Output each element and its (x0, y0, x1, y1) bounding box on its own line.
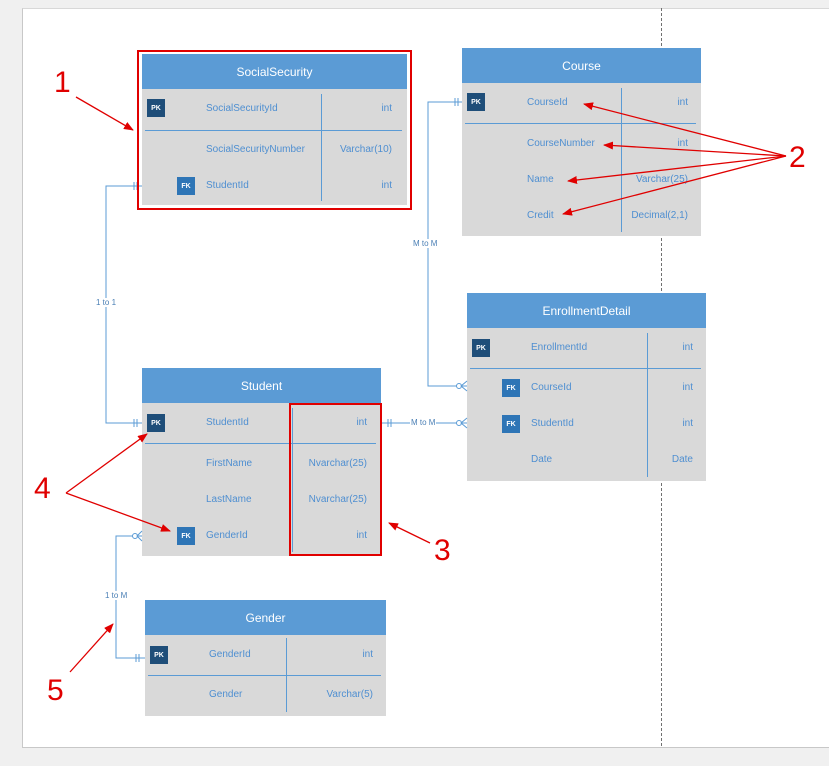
field-type: Varchar(25) (635, 174, 688, 185)
fk-badge: FK (502, 415, 520, 433)
field-type: int (682, 418, 693, 429)
field-type: Varchar(5) (326, 689, 374, 700)
field-name: LastName (206, 494, 252, 505)
fk-badge: FK (177, 527, 195, 545)
field-name: StudentId (206, 180, 249, 191)
pk-badge: PK (147, 414, 165, 432)
field-type: int (381, 180, 392, 191)
pk-badge: PK (467, 93, 485, 111)
highlight-box-socialsecurity (137, 50, 412, 210)
field-name: Name (527, 174, 554, 185)
column-divider (621, 88, 622, 232)
column-divider (321, 94, 322, 201)
relationship-label: M to M (412, 239, 439, 248)
pk-badge: PK (472, 339, 490, 357)
socialsecurity-table[interactable]: SocialSecurity PK SocialSecurityId int S… (142, 54, 407, 205)
annotation-arrow (65, 433, 148, 494)
column-divider (292, 408, 293, 552)
annotation-arrow (69, 623, 114, 673)
pk-badge: PK (150, 646, 168, 664)
enrollmentdetail-table[interactable]: EnrollmentDetail PK EnrollmentId int FK … (467, 293, 706, 481)
field-name: CourseId (527, 97, 568, 108)
field-type: Date (671, 454, 693, 465)
field-name: CourseNumber (527, 138, 595, 149)
course-table-header: Course (462, 48, 701, 83)
field-type: int (356, 417, 367, 428)
gender-table[interactable]: Gender PK GenderId int Gender Varchar(5) (145, 600, 386, 716)
callout-number: 4 (34, 472, 51, 505)
student-table[interactable]: Student PK StudentId int FirstName Nvarc… (142, 368, 381, 556)
pk-badge: PK (147, 99, 165, 117)
field-type: int (362, 649, 373, 660)
field-type: int (682, 342, 693, 353)
relationship-label: 1 to M (104, 591, 129, 600)
field-name: CourseId (531, 382, 572, 393)
annotation-arrow (583, 102, 787, 157)
field-name: EnrollmentId (531, 342, 588, 353)
callout-number: 2 (789, 141, 806, 174)
callout-number: 1 (54, 66, 71, 99)
field-type: int (677, 97, 688, 108)
field-name: StudentId (206, 417, 249, 428)
key-separator (470, 368, 701, 369)
annotation-arrow (567, 155, 787, 184)
column-divider (647, 333, 648, 477)
field-type: int (677, 138, 688, 149)
fk-badge: FK (502, 379, 520, 397)
relationship-label: M to M (410, 418, 437, 427)
field-type: int (381, 103, 392, 114)
key-separator (145, 130, 402, 131)
field-type: Decimal(2,1) (631, 210, 688, 221)
annotation-arrow (65, 492, 171, 532)
key-separator (148, 675, 381, 676)
gender-table-header: Gender (145, 600, 386, 635)
field-type: Varchar(10) (339, 144, 392, 155)
relationship-label: 1 to 1 (95, 298, 118, 307)
field-type: Nvarchar(25) (308, 494, 367, 505)
annotation-arrow (388, 522, 431, 544)
crow-mark (460, 380, 468, 392)
annotation-arrow (562, 155, 787, 216)
field-type: int (682, 382, 693, 393)
annotation-arrow (75, 96, 134, 131)
student-table-header: Student (142, 368, 381, 403)
callout-number: 3 (434, 534, 451, 567)
field-type: int (356, 530, 367, 541)
crow-mark (460, 417, 468, 429)
field-name: Date (531, 454, 553, 465)
annotation-arrow (603, 141, 787, 157)
field-name: SocialSecurityNumber (206, 144, 305, 155)
key-separator (145, 443, 376, 444)
enrollmentdetail-table-header: EnrollmentDetail (467, 293, 706, 328)
crow-mark (136, 530, 143, 542)
socialsecurity-table-header: SocialSecurity (142, 54, 407, 89)
course-table[interactable]: Course PK CourseId int CourseNumber int … (462, 48, 701, 236)
field-name: Gender (209, 689, 243, 700)
field-name: SocialSecurityId (206, 103, 278, 114)
field-type: Nvarchar(25) (308, 458, 367, 469)
field-name: Credit (527, 210, 554, 221)
field-name: FirstName (206, 458, 253, 469)
key-separator (465, 123, 696, 124)
field-name: StudentId (531, 418, 574, 429)
field-name: GenderId (209, 649, 251, 660)
fk-badge: FK (177, 177, 195, 195)
field-name: GenderId (206, 530, 248, 541)
highlight-box-datatypes (289, 403, 382, 556)
callout-number: 5 (47, 674, 64, 707)
